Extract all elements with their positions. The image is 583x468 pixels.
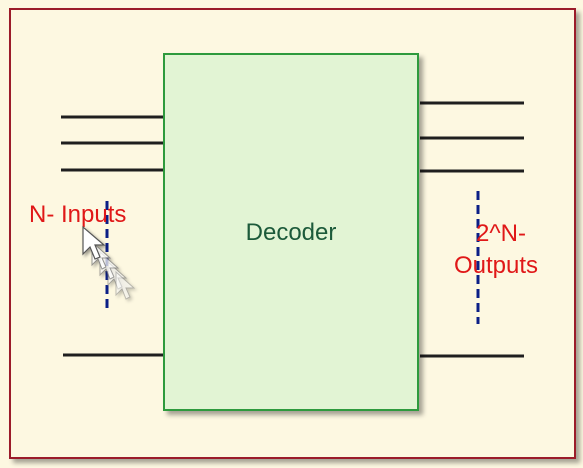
output-wires: [420, 101, 524, 358]
input-wires: [61, 115, 165, 357]
cursor-ghost-2: [99, 250, 120, 280]
decoder-block: [163, 53, 419, 411]
outputs-label-line2: Outputs: [454, 252, 538, 279]
decoder-label: Decoder: [246, 219, 337, 246]
cursor-ghost-4: [115, 270, 136, 300]
cursor-main: [82, 225, 106, 260]
mouse-pointer-trail-icon: [82, 225, 136, 300]
outputs-label-line1: 2^N-: [476, 220, 526, 247]
inputs-label: N- Inputs: [29, 201, 126, 228]
